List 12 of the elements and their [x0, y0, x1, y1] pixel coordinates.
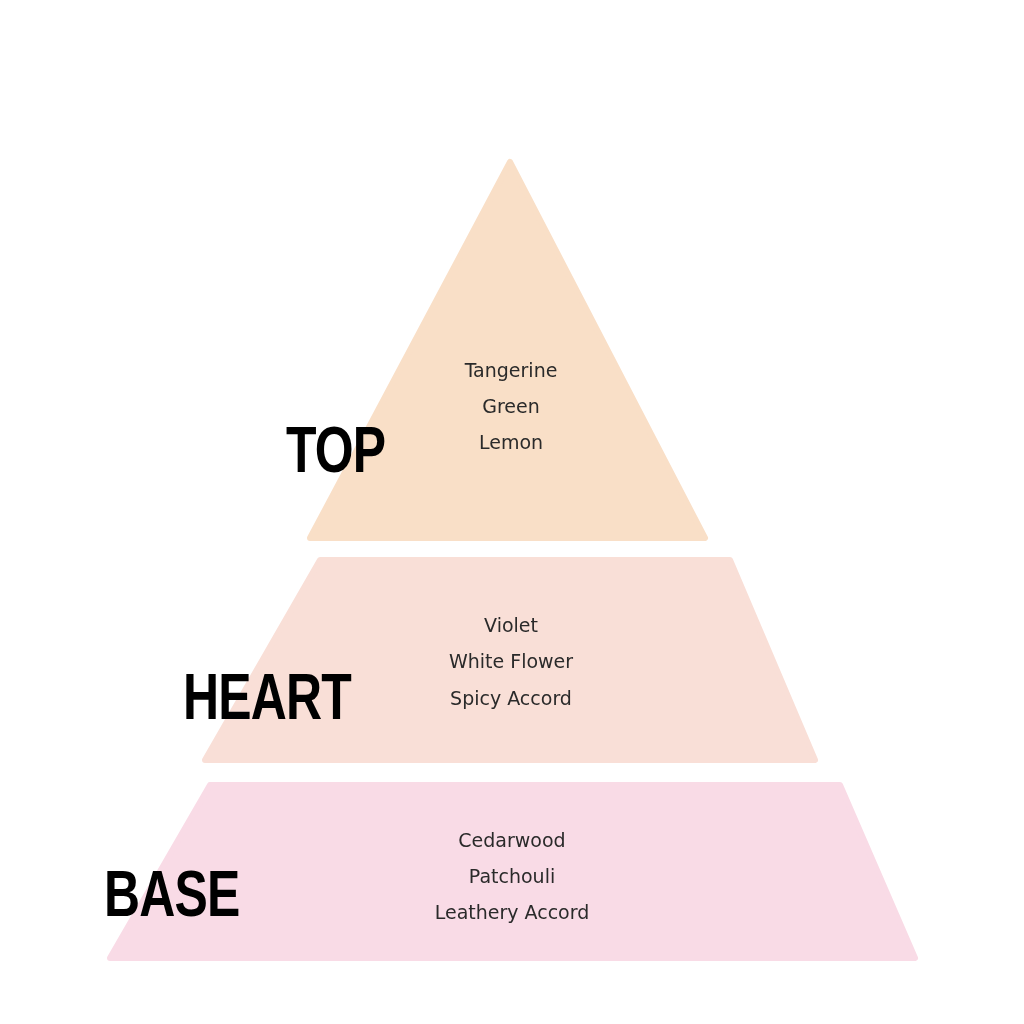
note-text: Leathery Accord: [434, 900, 590, 924]
note-text: Tangerine: [464, 358, 558, 382]
note-text: Green: [482, 394, 540, 418]
tier-label: BASE: [104, 862, 240, 926]
note-text: White Flower: [448, 649, 574, 673]
tier-label: TOP: [286, 418, 386, 482]
note-text: Spicy Accord: [450, 686, 572, 710]
note-text: Patchouli: [468, 864, 556, 888]
tier-label: HEART: [183, 665, 352, 729]
note-text: Cedarwood: [458, 828, 566, 852]
note-text: Lemon: [478, 430, 544, 454]
note-text: Violet: [484, 613, 538, 637]
